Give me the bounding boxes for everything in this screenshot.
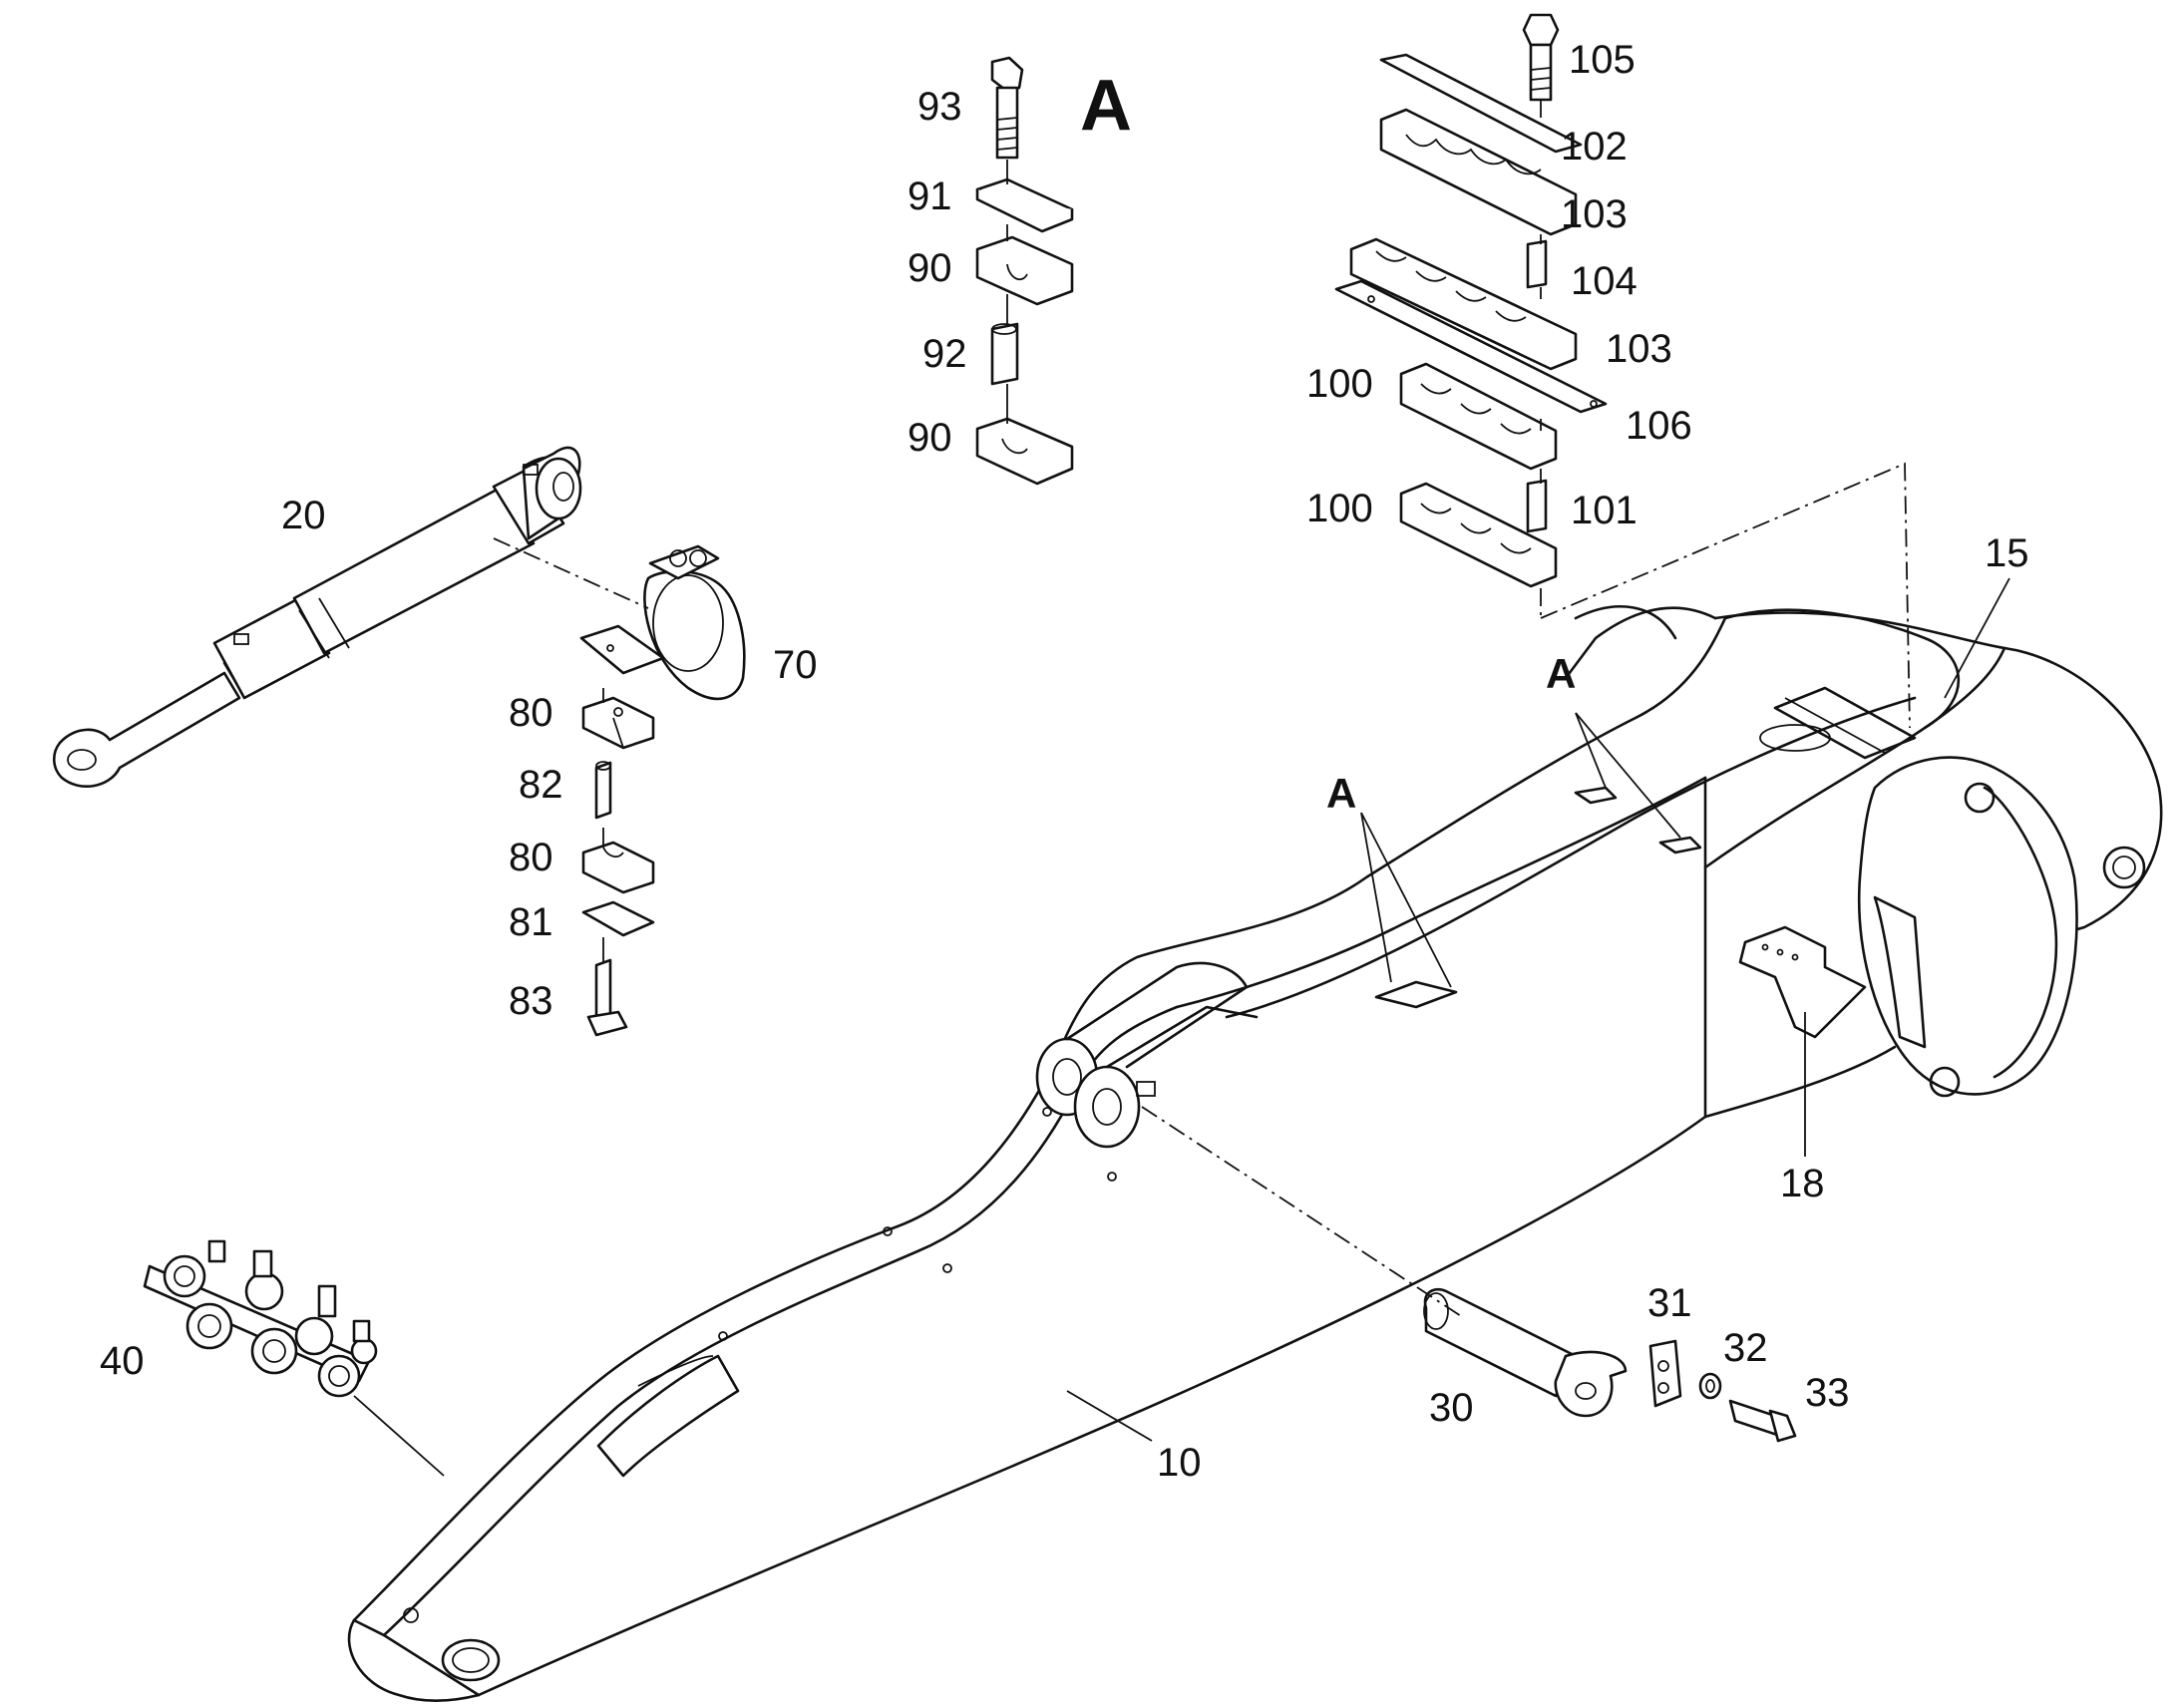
callout-33: 33 <box>1805 1371 1850 1415</box>
callout-92: 92 <box>922 332 967 376</box>
fitting-block-part-40 <box>143 1239 378 1398</box>
callout-70: 70 <box>773 643 818 687</box>
view-a-title: A <box>1080 66 1132 146</box>
callout-106: 106 <box>1626 404 1692 448</box>
callout-102: 102 <box>1561 125 1628 169</box>
callout-90-lower: 90 <box>908 416 952 460</box>
callout-100-upper: 100 <box>1306 362 1373 406</box>
callout-103-lower: 103 <box>1606 327 1672 371</box>
boom-part-10 <box>347 605 2163 1703</box>
callout-40: 40 <box>100 1339 145 1383</box>
callout-101: 101 <box>1571 489 1637 532</box>
pin-hardware-30-33 <box>1423 1287 1797 1443</box>
callout-91: 91 <box>908 174 952 218</box>
callout-90-upper: 90 <box>908 246 952 290</box>
callout-80-upper: 80 <box>509 691 553 735</box>
callout-15: 15 <box>1985 531 2029 575</box>
callout-20: 20 <box>281 494 326 537</box>
callout-105: 105 <box>1569 38 1635 82</box>
clamp-part-70 <box>579 544 746 701</box>
ref-a-right: A <box>1546 650 1576 697</box>
ref-a-left: A <box>1326 770 1356 817</box>
callout-30: 30 <box>1429 1386 1474 1430</box>
bracket-stack-80-83 <box>581 688 655 1037</box>
callout-labels: A A A 10 15 18 20 30 31 32 33 40 70 80 8… <box>100 38 2029 1485</box>
callout-18: 18 <box>1780 1162 1825 1205</box>
callout-103-upper: 103 <box>1561 192 1628 236</box>
callout-104: 104 <box>1571 259 1637 303</box>
callout-10: 10 <box>1157 1441 1202 1485</box>
callout-82: 82 <box>519 763 563 807</box>
callout-100-lower: 100 <box>1306 487 1373 530</box>
cylinder-part-20 <box>52 446 582 788</box>
leader-lines <box>353 462 2010 1477</box>
bracket-stack-100-106 <box>1334 13 1608 588</box>
callout-32: 32 <box>1723 1326 1768 1370</box>
bracket-stack-90-93 <box>975 56 1074 486</box>
callout-80-lower: 80 <box>509 836 553 879</box>
callout-83: 83 <box>509 979 553 1023</box>
callout-31: 31 <box>1647 1281 1692 1325</box>
callout-81: 81 <box>509 900 553 944</box>
callout-93: 93 <box>917 85 962 129</box>
